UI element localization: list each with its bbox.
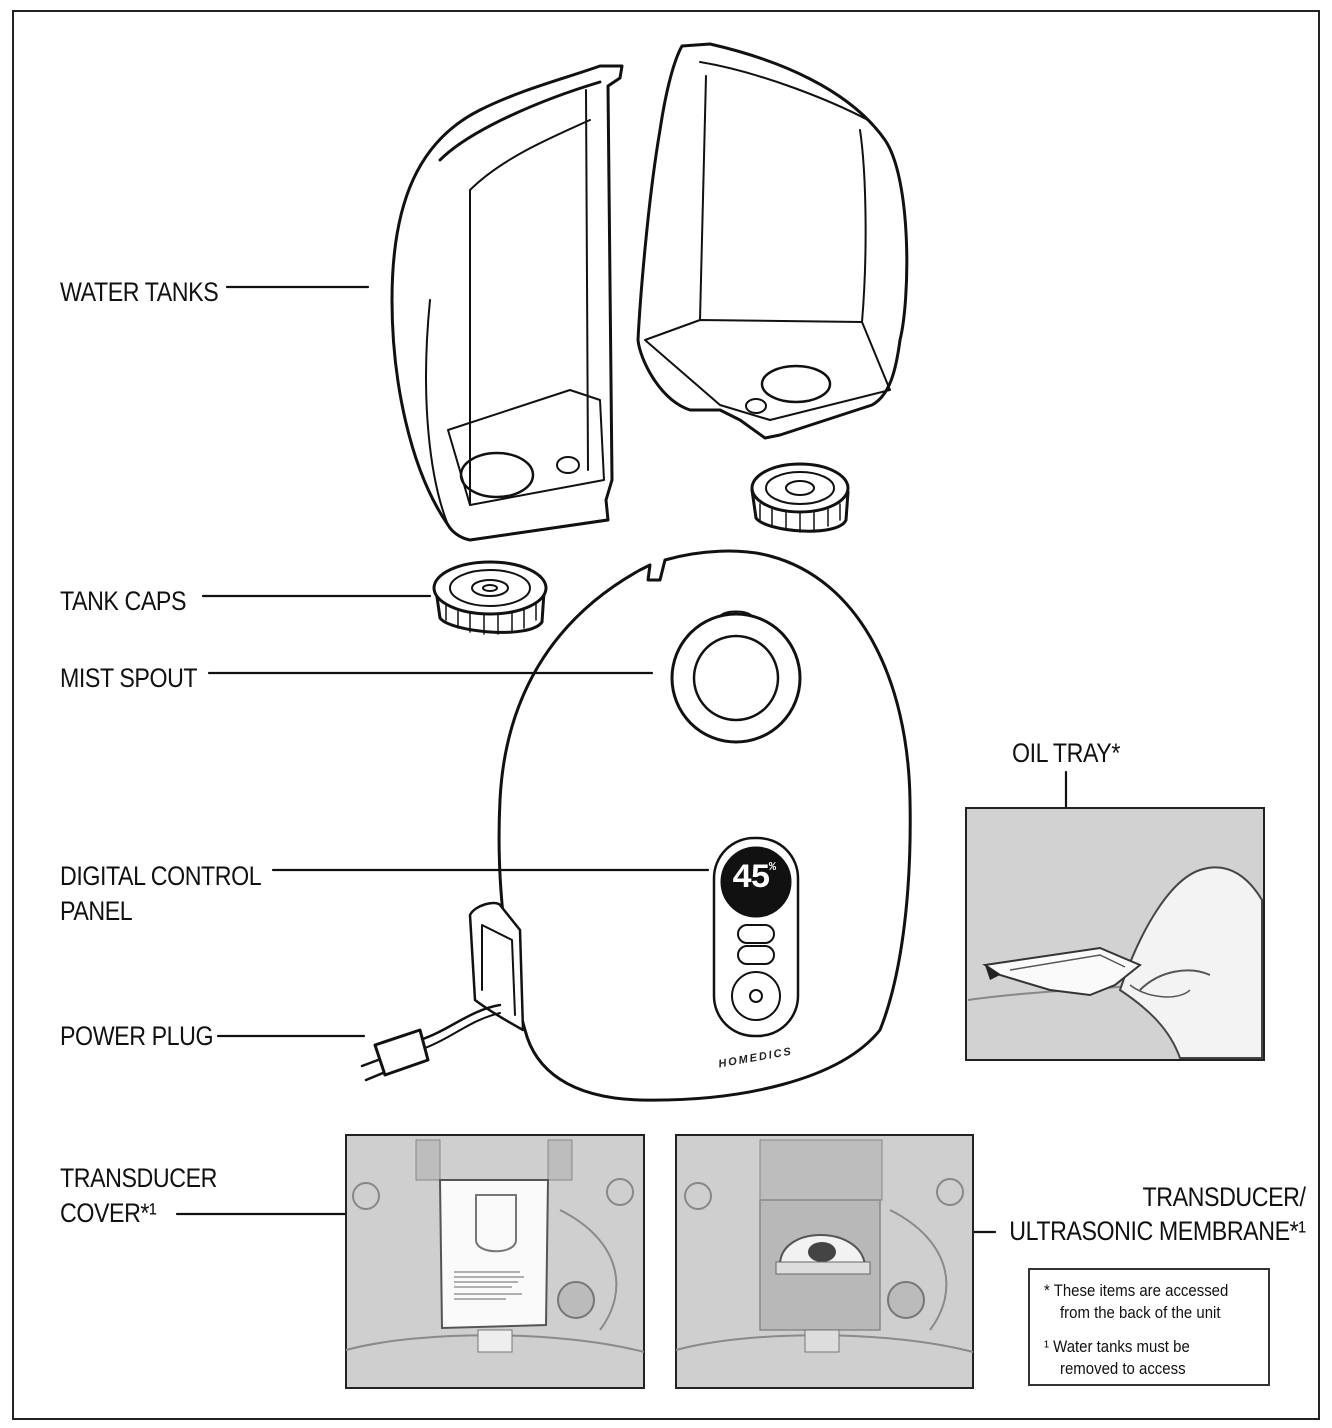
footnote-line2: from the back of the unit bbox=[1060, 1303, 1221, 1322]
left-water-tank bbox=[390, 64, 624, 542]
transducer-cover-photo bbox=[345, 1134, 645, 1389]
right-tank-cap bbox=[750, 462, 850, 533]
footnote-line1: * These items are accessed bbox=[1044, 1281, 1229, 1300]
footnote-box: * These items are accessed from the back… bbox=[1028, 1268, 1270, 1386]
label-oil-tray: OIL TRAY* bbox=[1012, 738, 1120, 768]
label-digital-control-panel-line1: DIGITAL CONTROL bbox=[60, 861, 262, 891]
label-mist-spout: MIST SPOUT bbox=[60, 663, 198, 693]
label-transducer-cover-line1: TRANSDUCER bbox=[60, 1163, 217, 1193]
label-tank-caps: TANK CAPS bbox=[60, 586, 187, 616]
footnote-line3: ¹ Water tanks must be bbox=[1044, 1337, 1190, 1356]
footnote-line4: removed to access bbox=[1060, 1359, 1186, 1378]
label-water-tanks: WATER TANKS bbox=[60, 277, 219, 307]
oil-tray-photo bbox=[965, 807, 1265, 1061]
diagram-frame bbox=[12, 10, 1320, 1420]
humidity-value: 45 bbox=[732, 860, 771, 898]
transducer-membrane-photo bbox=[675, 1134, 974, 1389]
label-transducer-membrane-line1: TRANSDUCER/ bbox=[1143, 1182, 1306, 1212]
left-tank-cap bbox=[432, 560, 548, 635]
label-power-plug: POWER PLUG bbox=[60, 1021, 214, 1051]
right-water-tank bbox=[636, 42, 909, 440]
label-digital-control-panel-line2: PANEL bbox=[60, 896, 133, 926]
label-transducer-cover-line2: COVER*¹ bbox=[60, 1198, 157, 1228]
label-transducer-membrane-line2: ULTRASONIC MEMBRANE*¹ bbox=[1009, 1216, 1307, 1246]
base-unit bbox=[360, 549, 912, 1102]
humidity-readout: 45% bbox=[732, 860, 776, 898]
humidity-unit: % bbox=[768, 860, 776, 874]
